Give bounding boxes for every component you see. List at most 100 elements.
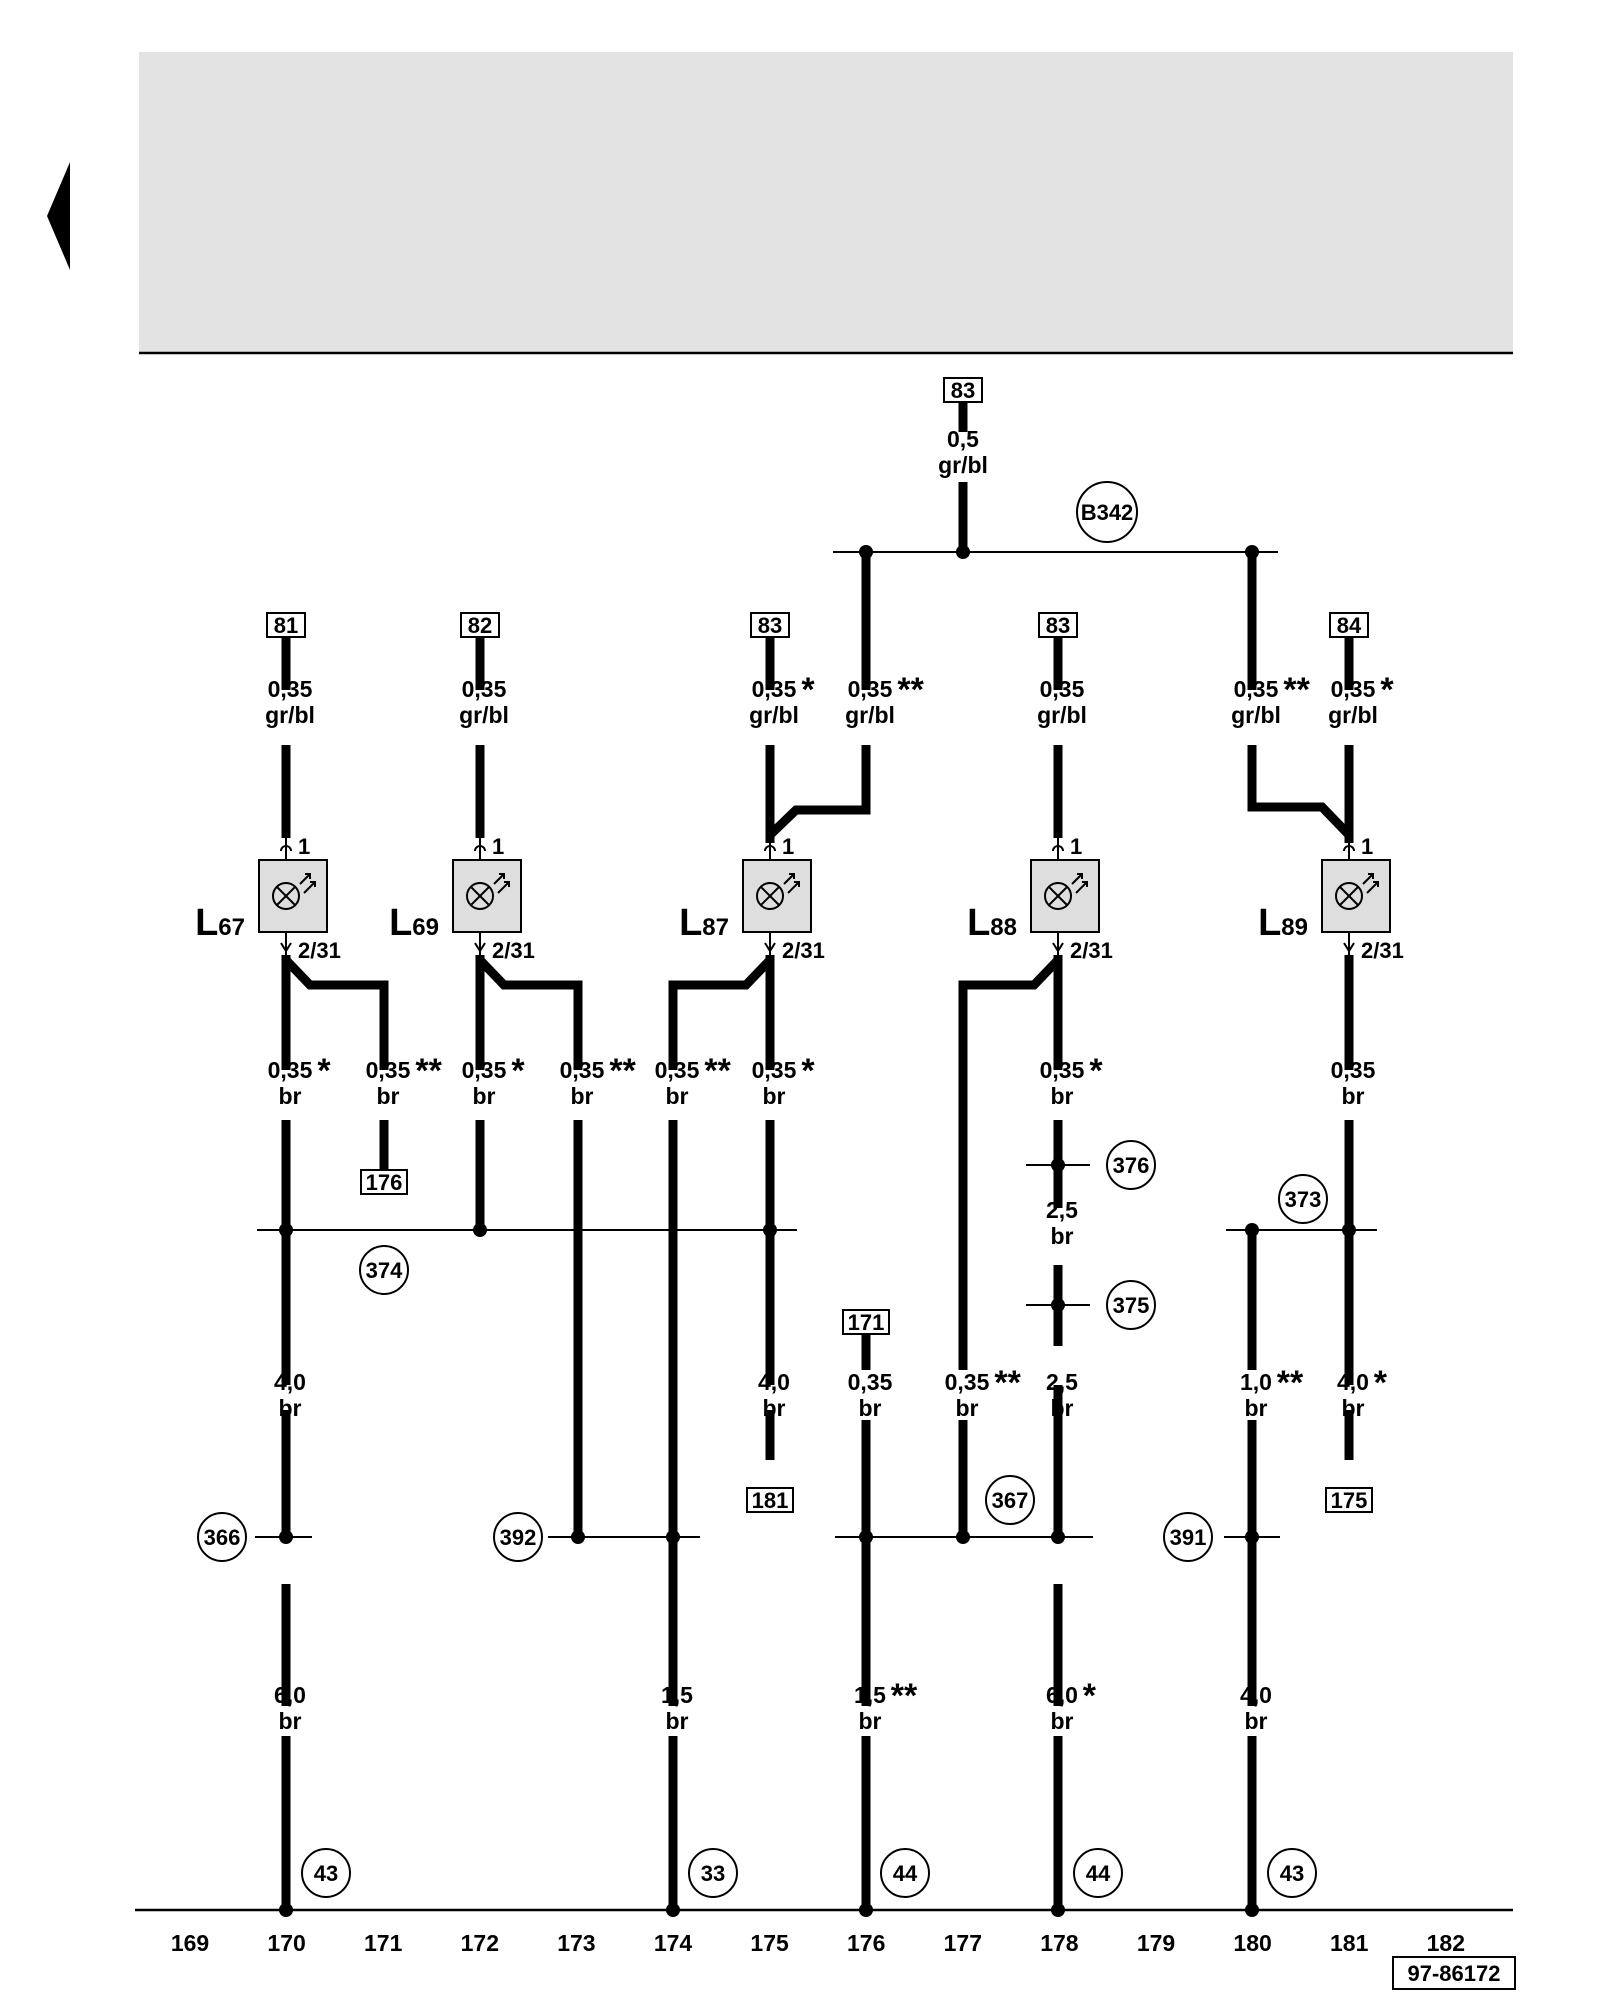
reference-circle-43: 43 — [301, 1848, 351, 1898]
wire-color: br — [1051, 1083, 1074, 1109]
connector-box-171: 171 — [842, 1309, 890, 1335]
wire-note-mark: ** — [891, 1677, 918, 1715]
wire-note-mark: * — [511, 1052, 525, 1090]
connector-box-label: 83 — [951, 378, 975, 403]
lamp-designation: L69 — [389, 902, 439, 944]
wire-color: br — [1245, 1395, 1268, 1421]
lamp-number: 69 — [412, 914, 439, 941]
wire-size: 0,35 — [848, 1369, 893, 1395]
wire-size: 0,35 — [655, 1057, 700, 1083]
lamp-pin-bottom: 2/31 — [1070, 938, 1113, 963]
bulb-icon — [1335, 873, 1379, 910]
connector-box-label: 83 — [1046, 613, 1070, 638]
wire-size: 0,35 — [560, 1057, 605, 1083]
column-number: 171 — [364, 1930, 403, 1956]
wire-size: 0,35 — [1234, 676, 1279, 702]
wire-label: 4,0br — [1240, 1682, 1272, 1734]
wire-color: br — [1051, 1395, 1074, 1421]
reference-circle-376: 376 — [1106, 1140, 1156, 1190]
pin-top-icon — [764, 845, 776, 852]
connector-box-176: 176 — [360, 1169, 408, 1195]
column-number: 173 — [557, 1930, 595, 1956]
wire-color: br — [279, 1083, 302, 1109]
lamp-number: 88 — [990, 914, 1017, 941]
wire-color: br — [763, 1395, 786, 1421]
wire-note-mark: * — [1374, 1364, 1388, 1402]
wire-color: gr/bl — [1037, 702, 1087, 728]
wire-size: 6,0 — [1046, 1682, 1078, 1708]
column-number: 176 — [847, 1930, 885, 1956]
wire-color: gr/bl — [1328, 702, 1378, 728]
reference-circle-392: 392 — [493, 1512, 543, 1562]
wire-color: br — [763, 1083, 786, 1109]
lamp-number: 89 — [1281, 914, 1308, 941]
lamp-letter: L — [389, 902, 412, 944]
wire-l69-branch — [476, 956, 583, 1537]
bulb-icon — [756, 873, 800, 910]
connector-box-label: 181 — [752, 1488, 789, 1513]
connector-box-84: 84 — [1329, 612, 1369, 638]
wire-note-mark: * — [317, 1052, 331, 1090]
pin-bottom-icon — [1052, 942, 1064, 953]
header-band — [139, 52, 1513, 352]
wire-size: 0,35 — [752, 1057, 797, 1083]
wire-color: br — [279, 1395, 302, 1421]
connector-box-label: 83 — [758, 613, 782, 638]
wire-size: 0,35 — [1040, 676, 1085, 702]
lamp-pin-top: 1 — [298, 834, 310, 859]
lamp-pin-top: 1 — [1070, 834, 1082, 859]
wire-size: 2,5 — [1046, 1197, 1078, 1223]
wire-color: br — [1245, 1708, 1268, 1734]
reference-circle-label: 44 — [893, 1861, 918, 1886]
wire-color: br — [666, 1708, 689, 1734]
lamp-pin-top: 1 — [1361, 834, 1373, 859]
reference-circle-374: 374 — [359, 1245, 409, 1295]
wire-color: gr/bl — [1231, 702, 1281, 728]
wire-note-mark: * — [1380, 671, 1394, 709]
pin-bottom-icon — [474, 942, 486, 953]
wire-size: 4,0 — [274, 1369, 306, 1395]
column-number: 179 — [1137, 1930, 1175, 1956]
wire-label: 2,5br — [1046, 1369, 1078, 1421]
reference-circle-label: 392 — [500, 1525, 537, 1550]
column-number: 175 — [750, 1930, 789, 1956]
reference-circle-label: 33 — [701, 1861, 725, 1886]
reference-circle-366: 366 — [197, 1512, 247, 1562]
wire-color: gr/bl — [845, 702, 895, 728]
reference-circle-label: 376 — [1113, 1153, 1150, 1178]
connector-box-label: 176 — [366, 1170, 403, 1195]
wire-color: gr/bl — [459, 702, 509, 728]
column-number: 170 — [267, 1930, 305, 1956]
bulb-icon — [1044, 873, 1088, 910]
wire-note-mark: ** — [415, 1052, 442, 1090]
reference-circle-373: 373 — [1278, 1174, 1328, 1224]
wire-l87-branch — [668, 956, 774, 1910]
reference-circle-label: 375 — [1113, 1293, 1150, 1318]
connector-box-181: 181 — [746, 1487, 794, 1513]
column-number: 174 — [654, 1930, 693, 1956]
wire-color: br — [279, 1708, 302, 1734]
wire-color: br — [1342, 1083, 1365, 1109]
column-number: 177 — [944, 1930, 982, 1956]
connector-box-label: 84 — [1337, 613, 1362, 638]
left-triangle-icon[interactable] — [47, 162, 70, 270]
wire-color: gr/bl — [938, 452, 988, 478]
lamp-pin-top: 1 — [492, 834, 504, 859]
wire-color: gr/bl — [749, 702, 799, 728]
reference-circle-label: 43 — [314, 1861, 338, 1886]
lamp-letter: L — [679, 902, 702, 944]
lamp-number: 67 — [218, 914, 245, 941]
bulb-icon — [466, 873, 510, 910]
wire-color: br — [859, 1395, 882, 1421]
wire-note-mark: ** — [1283, 671, 1310, 709]
lamp-pin-bottom: 2/31 — [1361, 938, 1404, 963]
